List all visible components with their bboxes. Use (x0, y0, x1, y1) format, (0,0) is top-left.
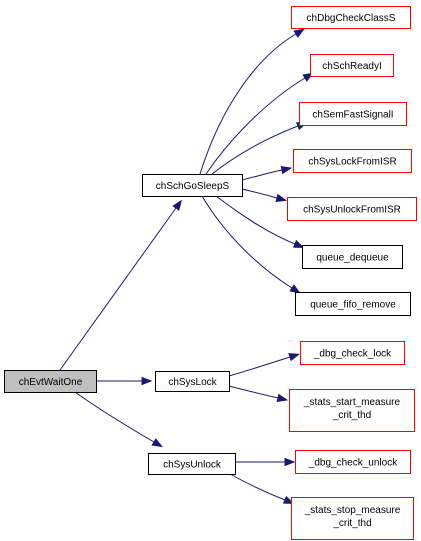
edge-line (228, 385, 279, 399)
edge-sysLock-to-dbgCheckLock (228, 353, 300, 377)
node-qDequeue[interactable]: queue_dequeue (302, 245, 403, 269)
node-label: queue_dequeue (316, 253, 389, 264)
node-box (148, 453, 236, 475)
node-goSleep[interactable]: chSchGoSleepS (142, 174, 243, 197)
arrowhead-icon (172, 199, 183, 211)
arrowhead-icon (151, 438, 163, 448)
node-box (289, 389, 415, 432)
node-box (291, 6, 411, 29)
arrowhead-icon (293, 28, 305, 38)
arrowhead-icon (289, 284, 301, 294)
edge-root-to-sysUnlock (74, 391, 163, 448)
edge-goSleep-to-sysLockISR (241, 165, 293, 181)
edge-sysUnlock-to-dbgCheckUnlock (235, 457, 296, 467)
edge-line (205, 77, 306, 175)
node-label-line: _crit_thd (332, 518, 371, 529)
node-label: chSchReadyI (322, 61, 381, 72)
node-label: chDbgCheckClassS (307, 13, 396, 24)
node-semFast[interactable]: chSemFastSignalI (299, 102, 407, 126)
edge-goSleep-to-semFast (211, 122, 308, 175)
node-dbgCheckClass[interactable]: chDbgCheckClassS (291, 6, 411, 29)
node-label: chSemFastSignalI (312, 110, 393, 121)
node-label-line: _stats_start_measure (303, 397, 401, 408)
arrowhead-icon (275, 193, 288, 202)
edge-line (201, 195, 293, 289)
node-sysUnlock[interactable]: chSysUnlock (148, 453, 236, 475)
edge-line (211, 125, 299, 175)
node-label-line: _crit_thd (332, 410, 371, 421)
node-root[interactable]: chEvtWaitOne (4, 370, 97, 393)
node-label: _dbg_check_unlock (308, 458, 398, 469)
node-statsStart[interactable]: _stats_start_measure _crit_thd (289, 389, 415, 432)
edge-root-to-sysLock (96, 376, 153, 386)
node-schReady[interactable]: chSchReadyI (310, 54, 394, 77)
edges-layer (59, 28, 314, 504)
arrowhead-icon (292, 239, 305, 249)
node-box (310, 54, 394, 77)
edge-goSleep-to-dbgCheckClass (199, 28, 305, 175)
node-box (142, 174, 243, 197)
node-box (302, 245, 403, 269)
arrowhead-icon (141, 376, 153, 386)
node-dbgCheckLock[interactable]: _dbg_check_lock (300, 341, 405, 365)
arrowhead-icon (282, 495, 295, 504)
node-label: chSysLockFromISR (308, 157, 396, 168)
edge-goSleep-to-qDequeue (215, 195, 305, 249)
node-label: chSchGoSleepS (156, 181, 230, 192)
node-label: queue_fifo_remove (310, 300, 396, 311)
edge-line (241, 169, 283, 181)
node-label-line: _stats_stop_measure (304, 505, 401, 516)
node-label: chSysUnlockFromISR (303, 205, 401, 216)
node-label: chSysUnlock (163, 460, 222, 471)
node-box (4, 370, 97, 393)
edge-line (59, 207, 177, 371)
node-box (293, 149, 412, 173)
nodes-layer: chEvtWaitOne chSchGoSleepS chSysLock chSysU… (4, 6, 417, 540)
node-box (295, 450, 411, 474)
edge-line (74, 391, 155, 443)
edge-line (241, 188, 278, 199)
node-box (291, 497, 414, 540)
edge-line (229, 473, 286, 501)
arrowhead-icon (284, 457, 296, 467)
arrowhead-icon (280, 165, 293, 175)
node-qFifoRemove[interactable]: queue_fifo_remove (295, 292, 411, 316)
node-label: _dbg_check_lock (313, 349, 392, 360)
edge-line (228, 356, 291, 377)
edge-goSleep-to-sysUnlockISR (241, 188, 288, 202)
node-statsStop[interactable]: _stats_stop_measure _crit_thd (291, 497, 414, 540)
node-sysLockISR[interactable]: chSysLockFromISR (293, 149, 412, 173)
arrowhead-icon (288, 353, 300, 362)
node-box (155, 371, 230, 392)
arrowhead-icon (276, 393, 289, 403)
edge-sysLock-to-statsStart (228, 385, 289, 403)
node-dbgCheckUnlock[interactable]: _dbg_check_unlock (295, 450, 411, 474)
edge-goSleep-to-qFifoRemove (201, 195, 301, 294)
node-label: chEvtWaitOne (19, 377, 83, 388)
node-box (287, 197, 417, 221)
node-box (300, 341, 405, 365)
node-label: chSysLock (168, 377, 217, 388)
edge-line (215, 195, 296, 245)
node-sysLock[interactable]: chSysLock (155, 371, 230, 392)
edge-root-to-goSleep (59, 199, 183, 371)
edge-line (199, 33, 297, 175)
node-sysUnlockISR[interactable]: chSysUnlockFromISR (287, 197, 417, 221)
edge-sysUnlock-to-statsStop (229, 473, 295, 504)
node-box (295, 292, 411, 316)
node-box (299, 102, 407, 126)
